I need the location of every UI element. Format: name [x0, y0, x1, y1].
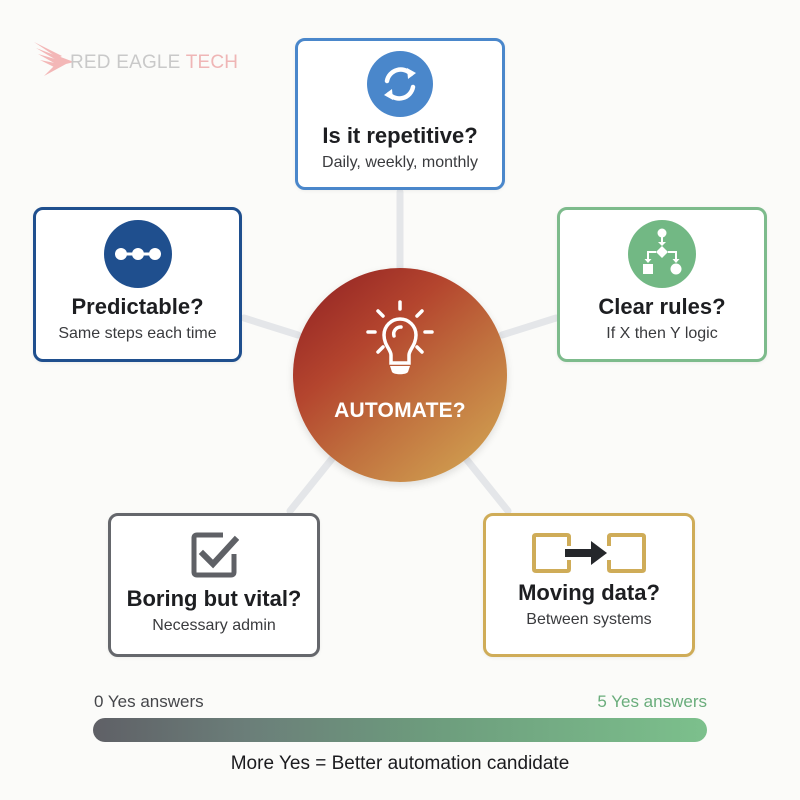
refresh-cycle-icon: [367, 51, 433, 117]
brand-name: RED EAGLE TECH: [70, 52, 238, 74]
criterion-subtitle: If X then Y logic: [606, 325, 718, 342]
scale-caption: More Yes = Better automation candidate: [230, 753, 570, 774]
connected-dots-icon: [103, 220, 172, 288]
criterion-subtitle: Between systems: [526, 611, 652, 628]
criterion-title: Is it repetitive?: [322, 123, 478, 148]
hub-label: AUTOMATE?: [334, 399, 466, 422]
flowchart-icon: [628, 220, 696, 288]
data-transfer-icon: [531, 532, 647, 574]
criterion-subtitle: Daily, weekly, monthly: [322, 154, 478, 171]
scale-gradient-bar: [93, 718, 707, 742]
criterion-title: Predictable?: [71, 294, 204, 319]
criterion-title: Boring but vital?: [126, 586, 302, 611]
criterion-card-moving: Moving data? Between systems: [483, 513, 695, 657]
criterion-title: Moving data?: [518, 580, 660, 605]
criterion-card-repetitive: Is it repetitive? Daily, weekly, monthly: [295, 38, 505, 190]
criterion-subtitle: Same steps each time: [58, 325, 217, 342]
eagle-wing-icon: [34, 42, 74, 76]
criterion-card-boring: Boring but vital? Necessary admin: [108, 513, 320, 657]
automate-hub: AUTOMATE?: [293, 268, 507, 482]
scale-max-label: 5 Yes answers: [597, 692, 707, 711]
lightbulb-icon: [364, 300, 436, 389]
criterion-subtitle: Necessary admin: [152, 617, 276, 634]
criterion-title: Clear rules?: [598, 294, 726, 319]
scale-min-label: 0 Yes answers: [94, 692, 204, 711]
brand-name-accent: TECH: [185, 52, 239, 73]
criterion-card-predictable: Predictable? Same steps each time: [33, 207, 242, 362]
criterion-card-rules: Clear rules? If X then Y logic: [557, 207, 767, 362]
checkbox-checked-icon: [189, 530, 239, 580]
brand-name-primary: RED EAGLE: [70, 52, 186, 73]
